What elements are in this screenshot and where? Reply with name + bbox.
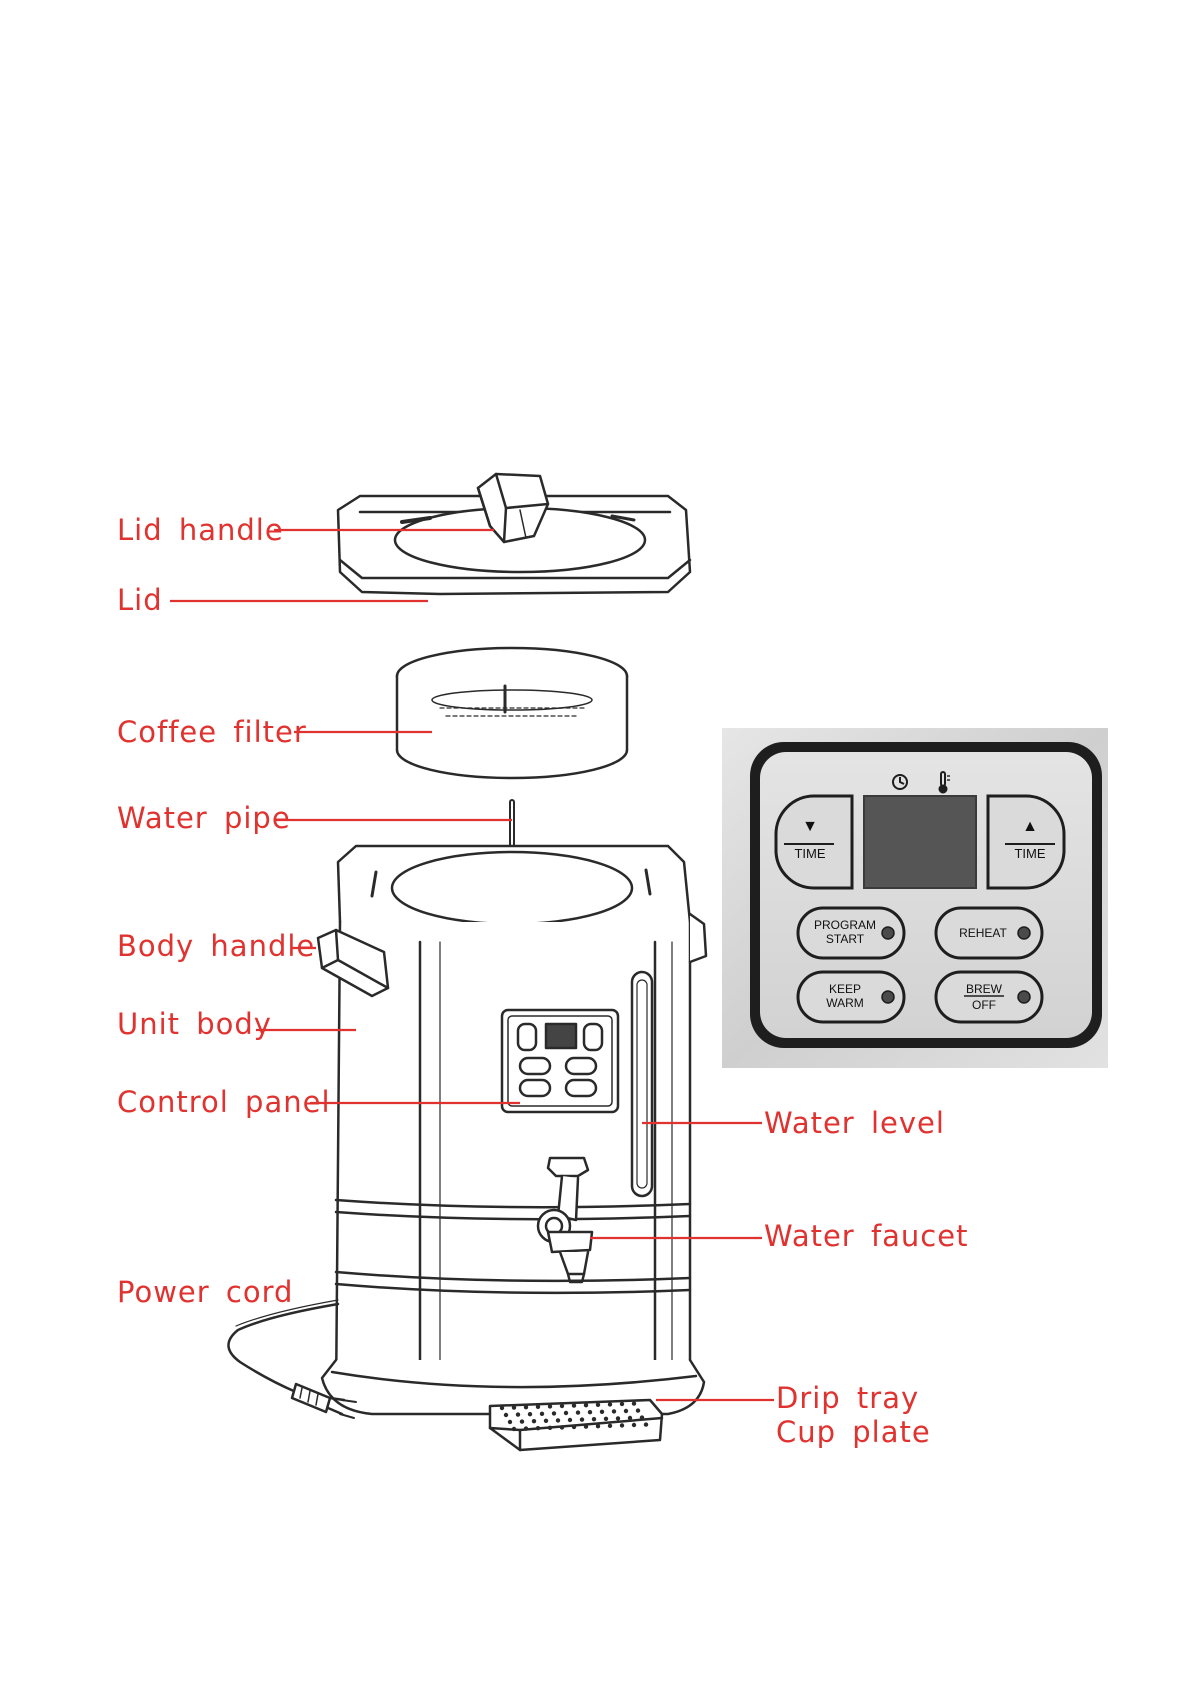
keep-warm-button[interactable]: KEEP WARM [806,982,884,1010]
keep-warm-line1: KEEP [806,982,884,996]
reheat-label: REHEAT [944,926,1022,940]
program-start-line1: PROGRAM [806,918,884,932]
keep-warm-line2: WARM [806,996,884,1010]
time-up-button[interactable]: ▲ TIME [1004,818,1056,864]
time-up-label: TIME [1004,844,1056,864]
reheat-button[interactable]: REHEAT [944,926,1022,940]
off-line: OFF [944,998,1024,1012]
arrow-up-icon: ▲ [1004,818,1056,836]
program-start-button[interactable]: PROGRAM START [806,918,884,946]
brew-off-button[interactable]: BREW OFF [944,982,1024,1012]
time-down-label: TIME [784,844,836,864]
arrow-down-icon: ▼ [784,818,836,836]
time-down-button[interactable]: ▼ TIME [784,818,836,864]
program-start-line2: START [806,932,884,946]
panel-display [864,796,976,888]
brew-line: BREW [944,982,1024,996]
